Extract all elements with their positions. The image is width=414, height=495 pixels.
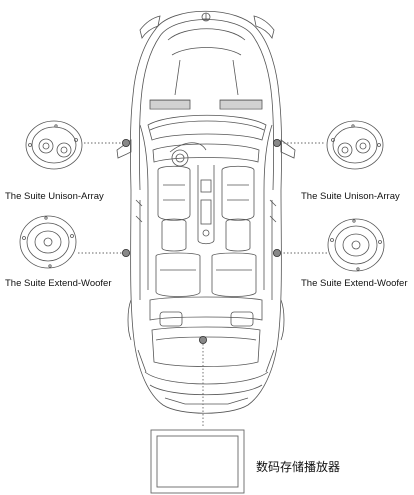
label-left-extend-woofer: The Suite Extend-Woofer bbox=[5, 278, 112, 289]
label-left-unison-array: The Suite Unison-Array bbox=[5, 191, 104, 202]
digital-player-icon bbox=[150, 429, 245, 494]
leader-lines bbox=[78, 142, 327, 428]
label-right-unison-array: The Suite Unison-Array bbox=[301, 191, 400, 202]
speaker-unison-icon bbox=[326, 120, 384, 170]
car-topview-icon bbox=[116, 10, 296, 414]
label-digital-player: 数码存储播放器 bbox=[256, 460, 341, 474]
speaker-position-markers bbox=[122, 138, 281, 344]
speaker-woofer-icon bbox=[327, 218, 385, 272]
speaker-unison-icon bbox=[25, 120, 83, 170]
speaker-woofer-icon bbox=[19, 215, 77, 269]
label-right-extend-woofer: The Suite Extend-Woofer bbox=[301, 278, 408, 289]
